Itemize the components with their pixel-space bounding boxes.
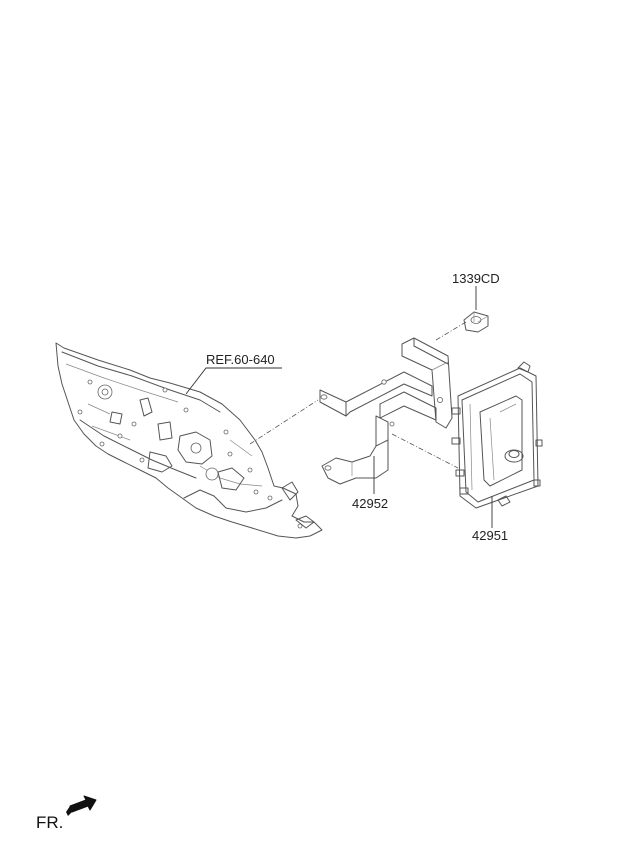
nut-drawing [463, 311, 489, 333]
leader-lines [185, 286, 493, 528]
label-ref-60-640: REF.60-640 [206, 352, 275, 367]
label-1339cd: 1339CD [452, 271, 500, 286]
front-label: FR. [36, 813, 63, 832]
module-drawing [451, 361, 543, 509]
dash-panel-drawing [55, 342, 323, 539]
label-42952: 42952 [352, 496, 388, 511]
bracket-drawing [319, 337, 453, 485]
assembly-dashed-lines [249, 321, 467, 469]
label-42951: 42951 [472, 528, 508, 543]
front-arrow-icon [66, 795, 97, 816]
